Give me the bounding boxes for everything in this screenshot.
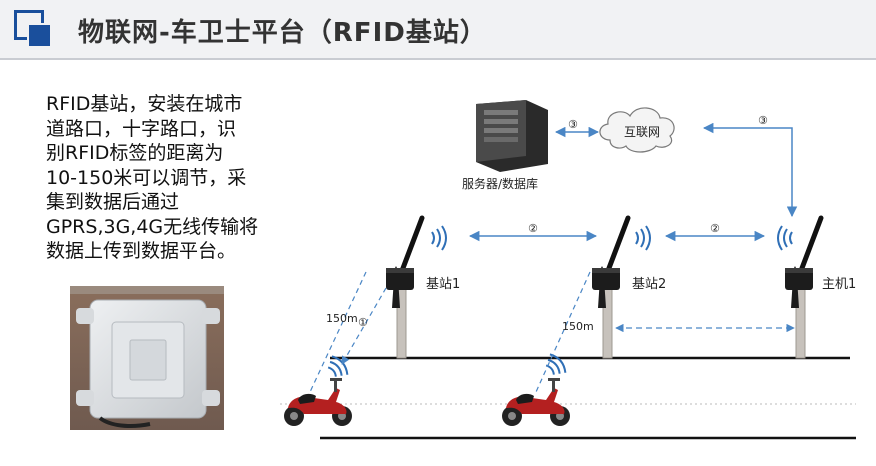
host-label: 主机1	[822, 277, 856, 292]
station1-label: 基站1	[426, 277, 460, 292]
link-station1-station2: ②	[528, 222, 538, 235]
page-title: 物联网-车卫士平台（RFID基站）	[78, 18, 487, 48]
station2-label: 基站2	[632, 277, 666, 292]
link-station2-host: ②	[710, 222, 720, 235]
system-diagram: 服务器/数据库 互联网 ③ ③ ② ② 基站1 基站2 主机1 150m ① 1…	[280, 100, 856, 440]
motorcycle-icon	[284, 378, 352, 426]
rfid-device-photo	[70, 286, 224, 430]
description-line: RFID基站，安装在城市	[46, 93, 243, 115]
link-internet-host: ③	[758, 114, 768, 127]
range-right: 150m	[562, 320, 594, 333]
description-line: 道路口，十字路口，识	[46, 117, 237, 140]
description-text: RFID基站，安装在城市 道路口，十字路口，识 别RFID标签的距离为 10-1…	[46, 92, 278, 264]
description-line: GPRS,3G,4G无线传输将	[46, 215, 259, 238]
server-icon	[476, 100, 548, 172]
motorcycle-icon	[502, 378, 570, 426]
description-line: 10-150米可以调节，采	[46, 166, 247, 189]
internet-cloud-icon	[599, 107, 675, 153]
link-server-internet: ③	[568, 118, 578, 131]
internet-label: 互联网	[624, 125, 660, 139]
server-label: 服务器/数据库	[462, 176, 538, 191]
description-line: 数据上传到数据平台。	[46, 240, 237, 262]
header-bar	[0, 0, 876, 60]
link-station1-vehicle: ①	[358, 316, 368, 329]
description-line: 别RFID标签的距离为	[46, 142, 224, 164]
description-line: 集到数据后通过	[46, 191, 180, 213]
range-left: 150m	[326, 312, 358, 325]
brand-square-icon	[14, 10, 50, 46]
header-divider	[0, 58, 876, 60]
